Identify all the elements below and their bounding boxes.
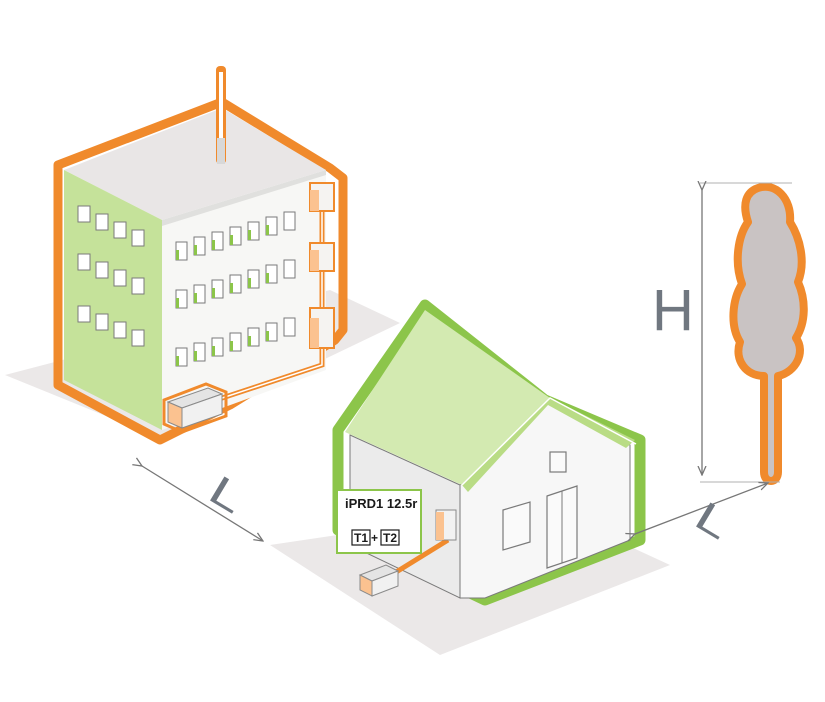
svg-text:L: L xyxy=(687,493,738,549)
distance-label-right: L xyxy=(687,493,738,549)
house-icon xyxy=(332,299,646,606)
device-label-box: iPRD1 12.5r T1 + T2 xyxy=(336,489,422,554)
distance-arrow-left xyxy=(142,466,263,541)
house-repeater-unit xyxy=(358,509,457,597)
apartment-building-icon xyxy=(53,66,348,445)
distance-label-left: L xyxy=(201,467,252,523)
front-facade-windows xyxy=(175,211,296,367)
building-repeater-units xyxy=(209,182,335,405)
device-model-title: iPRD1 12.5r xyxy=(345,496,417,511)
house-window xyxy=(502,501,531,551)
device-t1-label: T1 xyxy=(354,531,368,545)
house-window-small xyxy=(549,451,567,473)
base-station-box xyxy=(162,382,228,434)
device-t2-label: T2 xyxy=(383,531,397,545)
height-label: H xyxy=(652,278,694,343)
distance-arrow-right xyxy=(635,483,768,534)
tree-icon xyxy=(729,182,808,485)
svg-text:L: L xyxy=(201,467,252,523)
antenna-icon xyxy=(216,66,226,164)
device-plus-sign: + xyxy=(371,531,378,545)
left-facade-windows xyxy=(77,205,145,347)
